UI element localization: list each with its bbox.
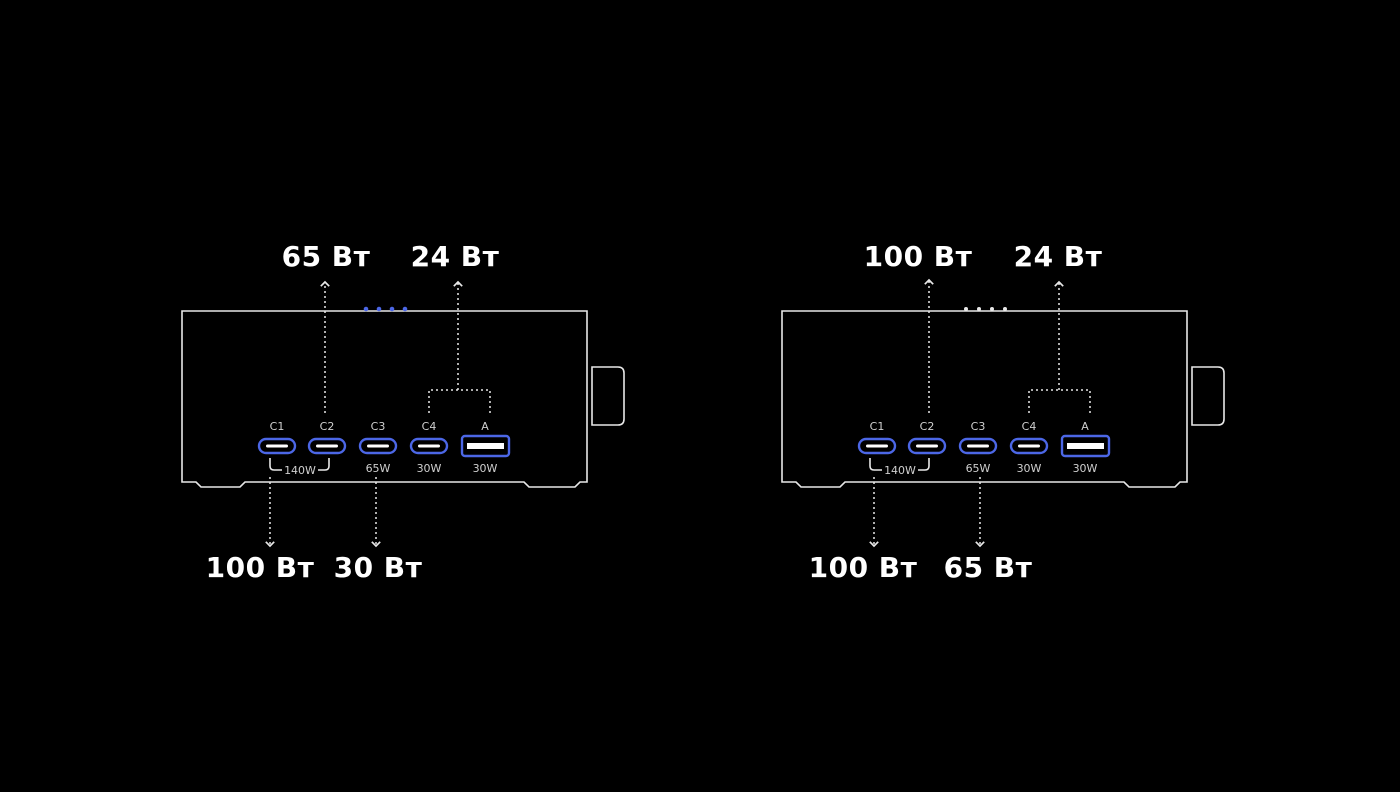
led-1 (363, 306, 369, 312)
usb-c-port-c3[interactable] (358, 437, 398, 455)
usb-c-port-c1[interactable] (257, 437, 297, 455)
combined-rating: 140W (284, 464, 316, 477)
port-label: C2 (920, 420, 935, 433)
usb-c-port-c3-tongue (967, 444, 989, 448)
status-leds (964, 307, 1007, 311)
port-rating: 30W (1073, 462, 1098, 475)
bottom-power-label: 100 Вт (206, 551, 315, 584)
usb-c-port-c4-tongue (1018, 444, 1040, 448)
usb-c-port-c2[interactable] (307, 437, 347, 455)
usb-a-port-tongue (1067, 443, 1104, 449)
port-label: C4 (1022, 420, 1037, 433)
usb-c-port-c3-tongue (367, 444, 389, 448)
usb-c-port-c2[interactable] (907, 437, 947, 455)
usb-c-port-c2-tongue (316, 444, 338, 448)
port-rating: 30W (473, 462, 498, 475)
port-label: C3 (371, 420, 386, 433)
port-label: C2 (320, 420, 335, 433)
usb-c-port-c1[interactable] (857, 437, 897, 455)
port-label: C1 (870, 420, 885, 433)
charger-body-outline (181, 310, 588, 488)
usb-a-port[interactable] (1060, 434, 1111, 458)
bottom-power-label: 100 Вт (809, 551, 918, 584)
usb-c-port-c2-tongue (916, 444, 938, 448)
led-4 (402, 306, 408, 312)
led-3 (990, 307, 994, 311)
plug-prong (1191, 366, 1225, 426)
top-power-label: 24 Вт (411, 240, 500, 273)
port-label: A (1081, 420, 1089, 433)
usb-c-port-c3[interactable] (958, 437, 998, 455)
led-2 (977, 307, 981, 311)
combined-bracket (269, 458, 330, 471)
led-4 (1003, 307, 1007, 311)
port-rating: 65W (366, 462, 391, 475)
bottom-power-label: 65 Вт (944, 551, 1033, 584)
top-power-label: 24 Вт (1014, 240, 1103, 273)
led-1 (964, 307, 968, 311)
usb-c-port-c1-tongue (866, 444, 888, 448)
combined-bracket (869, 458, 930, 471)
port-label: C1 (270, 420, 285, 433)
leader-bracket-c4-a (1028, 389, 1091, 413)
port-label: A (481, 420, 489, 433)
port-rating: 65W (966, 462, 991, 475)
usb-a-port[interactable] (460, 434, 511, 458)
port-label: C3 (971, 420, 986, 433)
combined-rating: 140W (884, 464, 916, 477)
port-rating: 30W (417, 462, 442, 475)
usb-c-port-c4[interactable] (1009, 437, 1049, 455)
usb-c-port-c1-tongue (266, 444, 288, 448)
usb-c-port-c4[interactable] (409, 437, 449, 455)
led-2 (376, 306, 382, 312)
top-power-label: 100 Вт (864, 240, 973, 273)
plug-prong (591, 366, 625, 426)
charger-left: C1 C2 C3 C4 A 140W 65W 30W 30W 65 Вт 24 … (181, 240, 625, 584)
port-rating: 30W (1017, 462, 1042, 475)
usb-c-port-c4-tongue (418, 444, 440, 448)
charger-right: C1 C2 C3 C4 A 140W 65W 30W 30W 100 Вт 24… (781, 240, 1225, 584)
port-label: C4 (422, 420, 437, 433)
status-leds (363, 306, 408, 312)
top-power-label: 65 Вт (282, 240, 371, 273)
leader-bracket-c4-a (428, 389, 491, 413)
bottom-power-label: 30 Вт (334, 551, 423, 584)
led-3 (389, 306, 395, 312)
charger-body-outline (781, 310, 1188, 488)
usb-a-port-tongue (467, 443, 504, 449)
